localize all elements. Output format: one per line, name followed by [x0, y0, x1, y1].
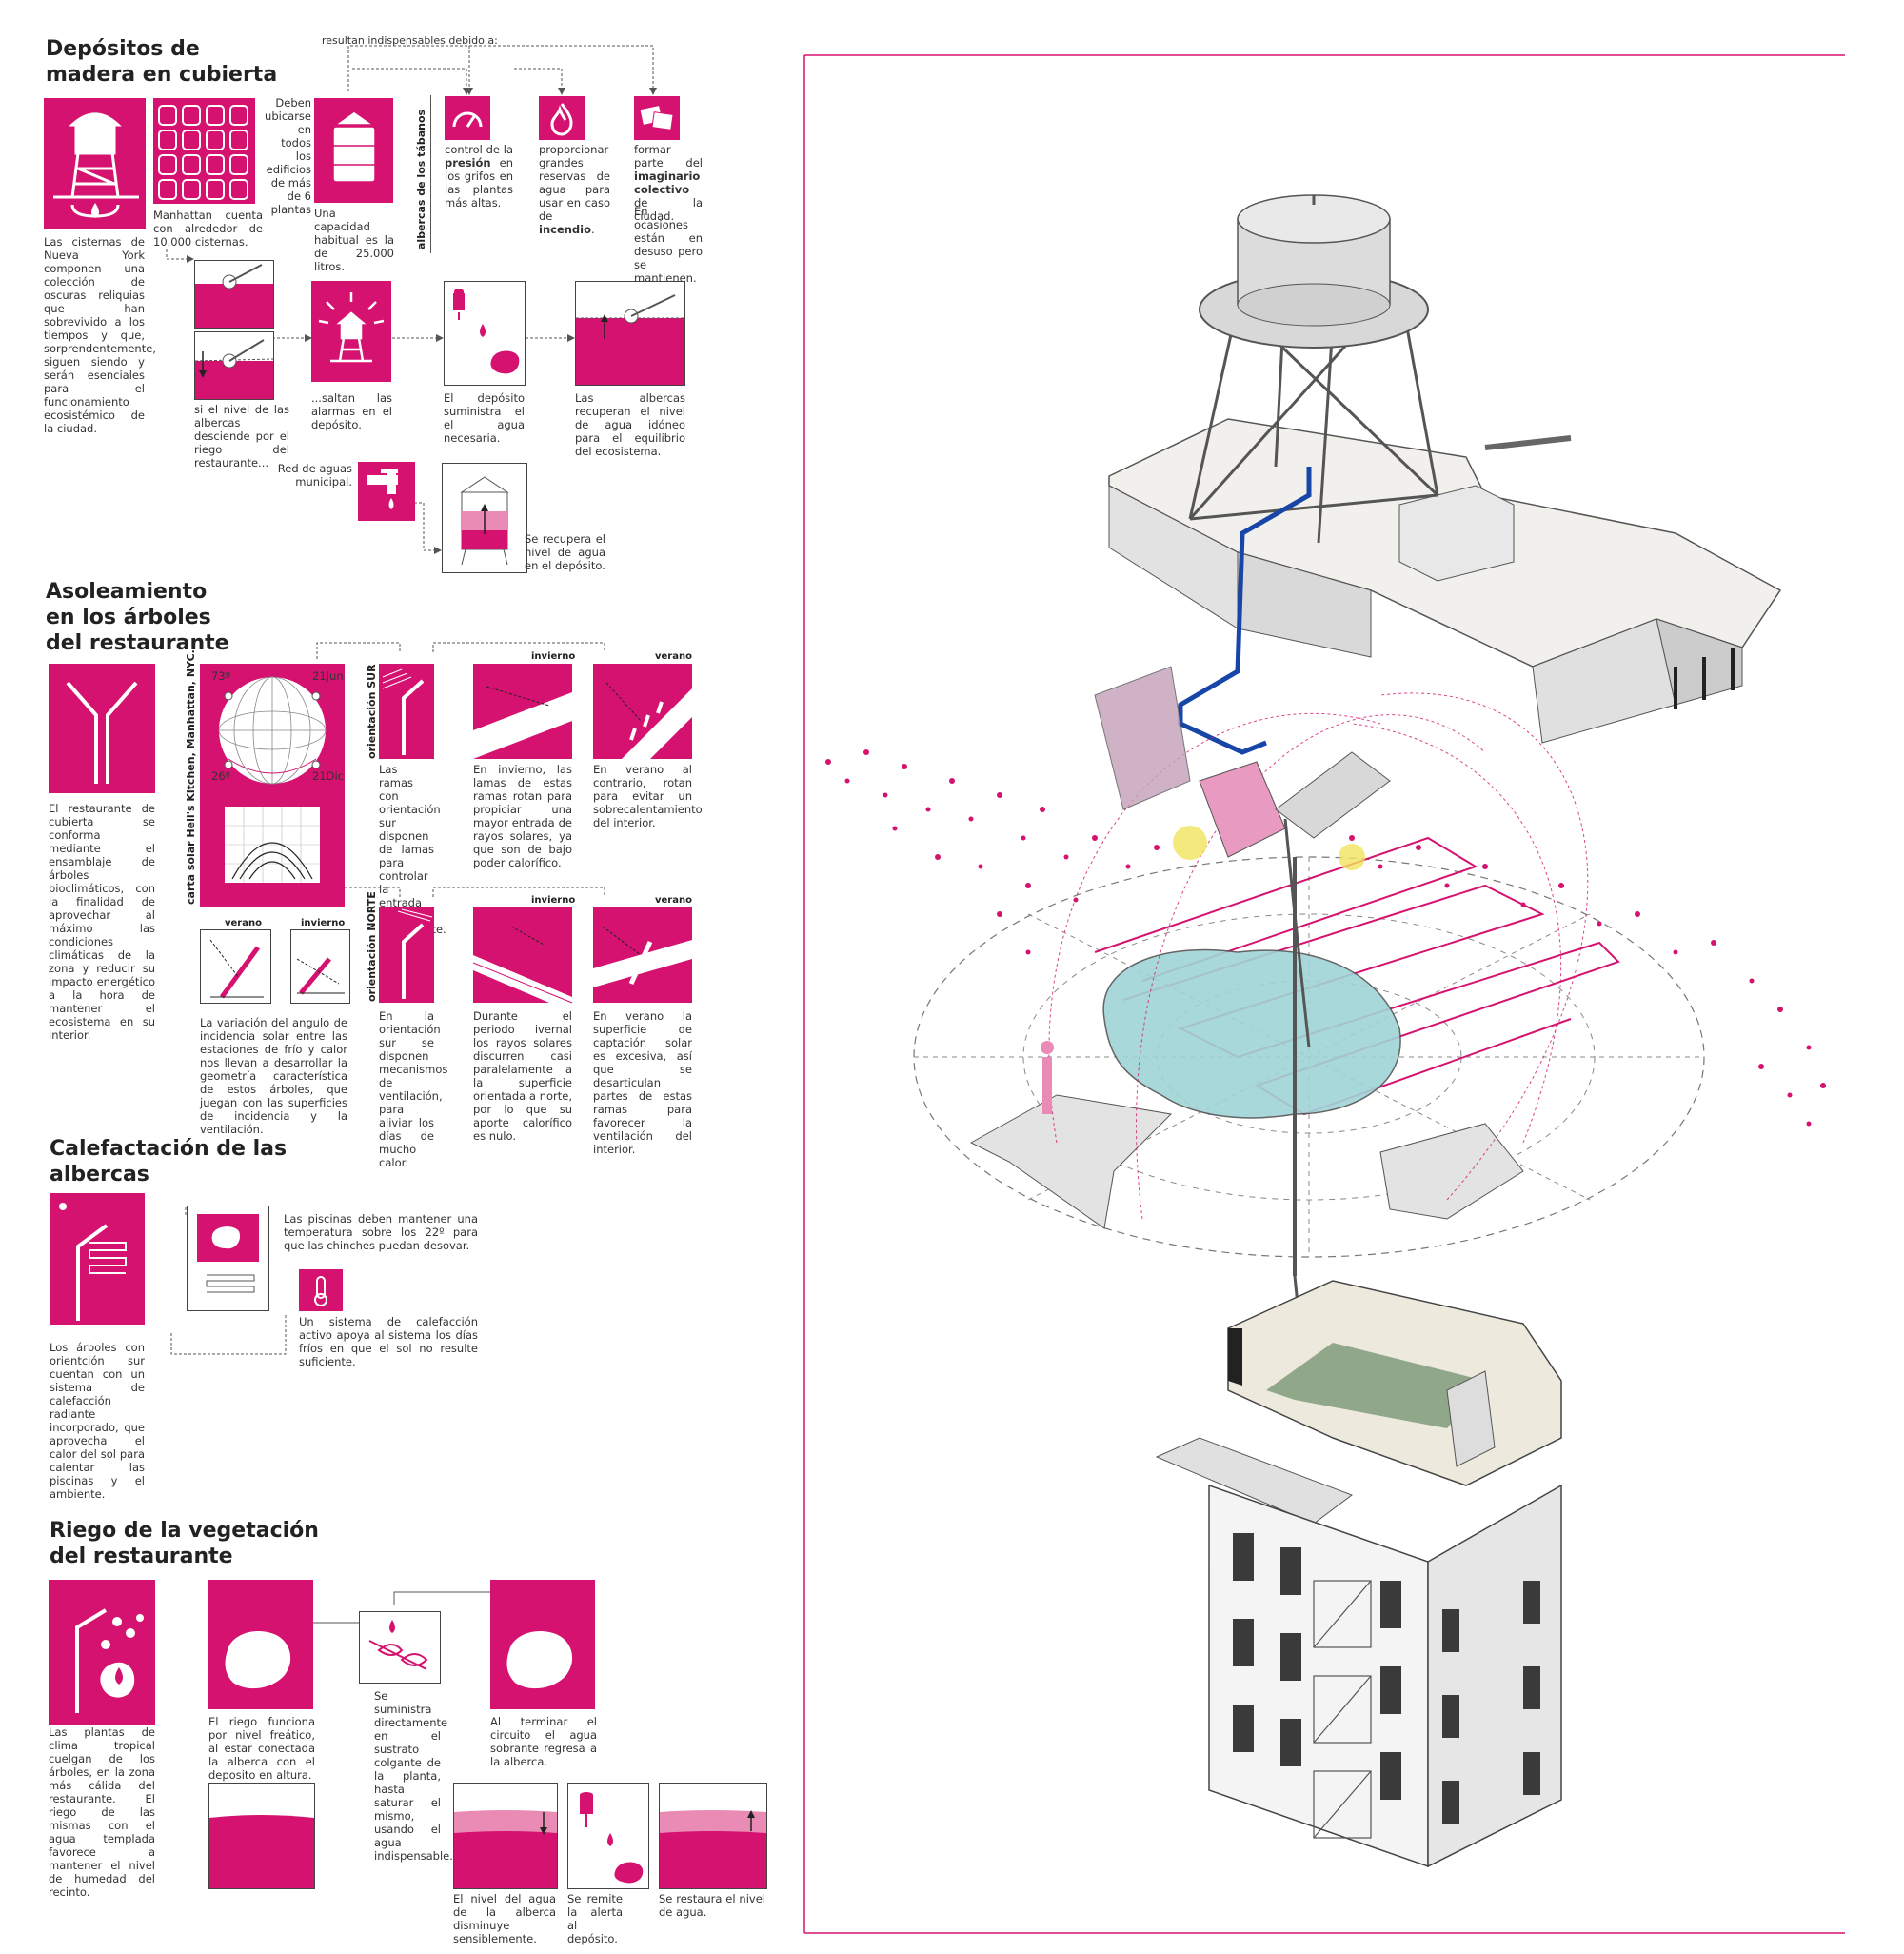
verano-label-2: verano [225, 918, 262, 928]
angulo-text: La variación del angulo de incidencia so… [200, 1016, 347, 1136]
tank-grid-icon [153, 98, 255, 204]
rooftop-building-drawing [1108, 194, 1782, 744]
invierno-label-1: invierno [531, 651, 576, 662]
cisternas-text: Las cisternas de Nueva York componen una… [44, 235, 156, 435]
winter-angle-icon [290, 929, 350, 1004]
photos-icon [634, 96, 680, 140]
top-note: resultan indispensables debido a: [322, 34, 498, 47]
piscinas-text: Las piscinas deben mantener una temperat… [284, 1212, 478, 1252]
deben-text: Deben ubicarse en todos los edificios de… [265, 96, 311, 216]
manhattan-text: Manhattan cuenta con alrededor de 10.000… [153, 209, 263, 249]
invierno-label-3: invierno [531, 895, 576, 906]
norte2-text: Durante el periodo ivernal los rayos sol… [473, 1009, 572, 1143]
level-full-box [194, 260, 274, 329]
summer-angle-icon [200, 929, 271, 1004]
tree-branch-icon [49, 664, 155, 793]
cylinder-tank-icon [314, 98, 393, 203]
riego-text: El riego funciona por nivel freático, al… [208, 1715, 315, 1782]
norte3-text: En verano la superficie de captación sol… [593, 1009, 692, 1156]
section3-connectors [170, 1206, 287, 1355]
verano-label-3: verano [655, 895, 692, 906]
winter-louvers-icon [473, 664, 572, 759]
level-restore-icon [659, 1783, 767, 1889]
suministra-text: Se suministra directamente en el sustrat… [374, 1689, 453, 1863]
summer-north-icon [593, 907, 692, 1003]
hanging-plant-icon [359, 1611, 441, 1684]
fire-icon [539, 96, 585, 140]
imaginario-text: formar parte del imaginario colectivo de… [634, 143, 703, 223]
angle-26: 26º [211, 769, 231, 783]
step2-text: ...saltan las alarmas en el depósito. [311, 391, 392, 431]
sun-chart-icon [200, 664, 345, 907]
pressure-gauge-icon [445, 96, 490, 140]
verano-label-1: verano [655, 651, 692, 662]
return-pool-icon [490, 1580, 595, 1709]
alerta-text: Se remite la alerta al depósito. [567, 1892, 623, 1945]
norte1-text: En la orientación sur se disponen mecani… [379, 1009, 448, 1169]
presion-text: control de la presión en los grifos en l… [445, 143, 513, 209]
winter-north-icon [472, 907, 573, 1004]
restaurant-platform-drawing [913, 666, 1705, 1276]
section1-title-line2: madera en cubierta [46, 63, 278, 87]
angle-73: 73º [211, 669, 231, 683]
south-branch-icon [379, 664, 434, 759]
north-branch-icon [379, 907, 434, 1003]
step1-text: si el nivel de las albercas desciende po… [194, 403, 289, 469]
recupera-text: Se recupera el nivel de agua en el depós… [525, 532, 605, 572]
section1-connectors [166, 45, 657, 554]
pool-plan-icon [187, 1206, 269, 1311]
step3-text: El depósito suministra el el agua necesa… [444, 391, 525, 445]
plantas-text: Las plantas de clima tropical cuelgan de… [49, 1725, 155, 1899]
water-pipe [1178, 467, 1312, 755]
sur3-text: En verano al contrario, rotan para evita… [593, 763, 703, 829]
section1-title-line1: Depósitos de [46, 37, 200, 61]
date-jun: 21Jun [312, 669, 344, 683]
disminuye-text: El nivel del agua de la alberca disminuy… [453, 1892, 556, 1945]
water-tower-icon [44, 98, 146, 229]
thermometer-icon [299, 1269, 343, 1311]
section1-title: Depósitos de madera en cubierta [46, 36, 277, 88]
red-text: Red de aguas municipal. [277, 462, 352, 488]
plant-drop-icon [49, 1580, 155, 1725]
divider [430, 95, 431, 253]
level-recover-icon [575, 281, 685, 386]
apartment-building-drawing [1155, 1280, 1562, 1868]
arboles-text: Los árboles con orientción sur cuentan c… [50, 1341, 145, 1501]
step4-text: Las albercas recuperan el nivel de agua … [575, 391, 685, 458]
circuito-text: Al terminar el circuito el agua sobrante… [490, 1715, 597, 1768]
level-drop-icon [194, 331, 274, 400]
level-falls-icon [453, 1783, 558, 1889]
sur2-text: En invierno, las lamas de estas ramas ro… [473, 763, 572, 869]
tank-level-icon [442, 463, 527, 573]
radiant-branch-icon [50, 1193, 145, 1325]
alarm-tower-icon [311, 281, 391, 382]
incendio-text: proporcionar grandes reservas de agua pa… [539, 143, 610, 236]
sistema-text: Un sistema de calefacción activo apoya a… [299, 1315, 478, 1368]
date-dic: 21Dic [312, 769, 345, 783]
pool-level-icon [208, 1783, 315, 1889]
alert-tank-icon [567, 1783, 649, 1889]
capacidad-text: Una capacidad habitual es la de 25.000 l… [314, 207, 394, 273]
insects-swarm [825, 749, 1826, 1127]
intro-text: El restaurante de cubierta se conforma m… [49, 802, 155, 1042]
invierno-label-2: invierno [301, 918, 346, 928]
faucet-icon [358, 462, 415, 521]
restaura-text: Se restaura el nivel de agua. [659, 1892, 765, 1919]
pool-icon [208, 1580, 313, 1709]
supply-tank-icon [444, 281, 526, 386]
summer-louvers-icon [593, 664, 692, 759]
